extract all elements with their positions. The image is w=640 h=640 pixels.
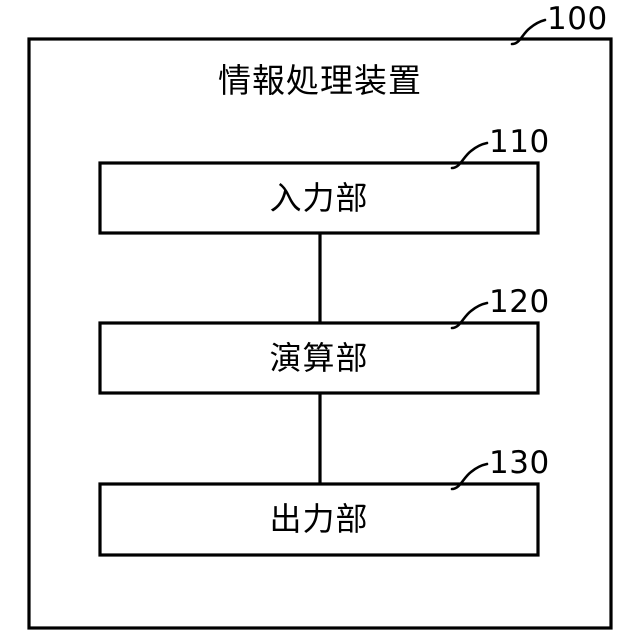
leader-line-110 xyxy=(450,141,489,170)
leader-line-120 xyxy=(450,301,489,330)
ref-numeral-120: 120 xyxy=(489,284,550,320)
ref-numeral-110: 110 xyxy=(489,124,550,160)
ref-numeral-100: 100 xyxy=(547,1,608,37)
block-rect-130 xyxy=(98,482,540,557)
block-label-130: 出力部 xyxy=(269,500,369,538)
ref-numeral-130: 130 xyxy=(489,445,550,481)
outer-device-title: 情報処理装置 xyxy=(218,61,422,100)
block-label-120: 演算部 xyxy=(269,339,369,377)
block-label-110: 入力部 xyxy=(269,179,369,217)
leader-line-130 xyxy=(450,462,489,491)
outer-device-boundary xyxy=(27,37,613,630)
leader-line-100 xyxy=(510,18,547,46)
